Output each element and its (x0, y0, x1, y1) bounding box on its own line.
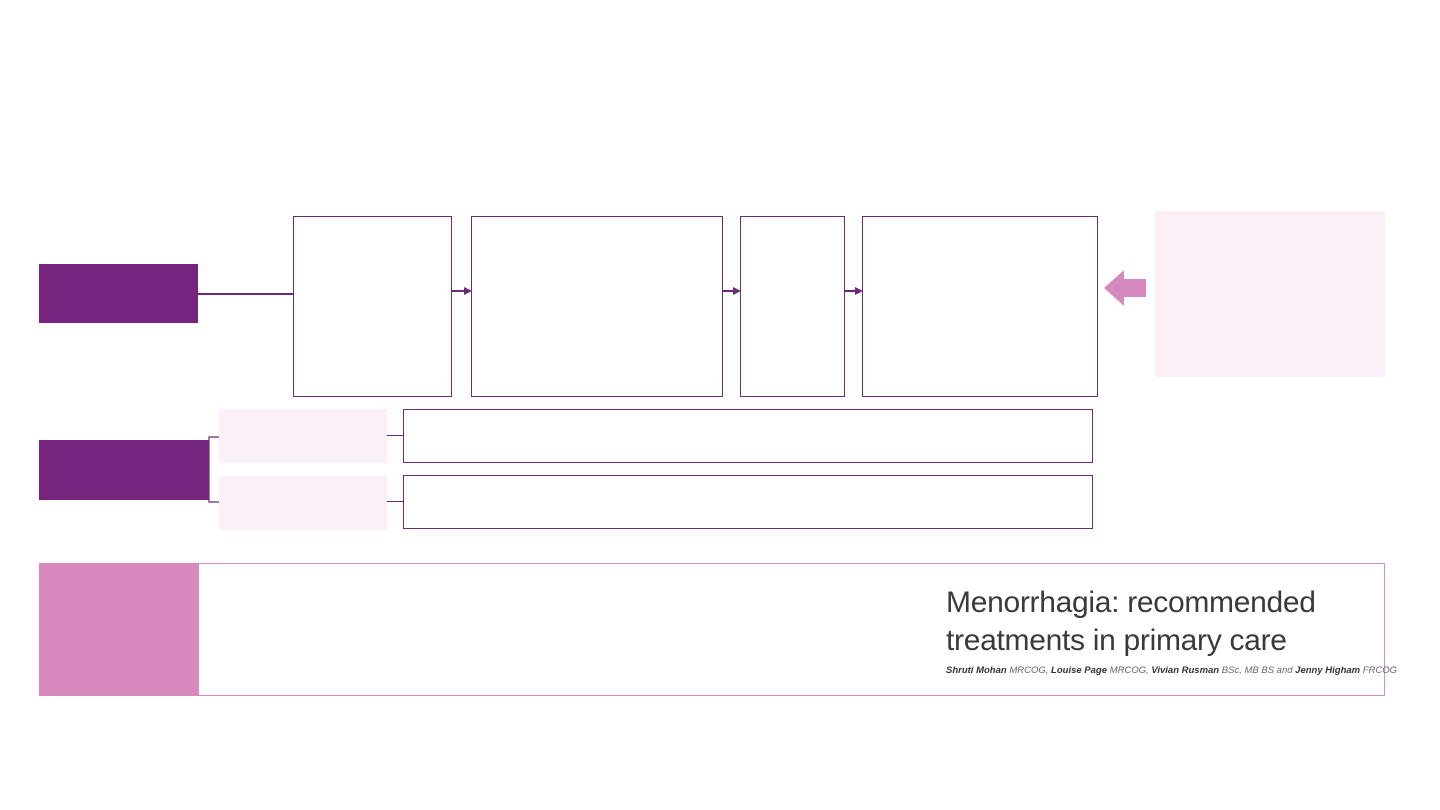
row2-label-block (39, 440, 209, 500)
author-name: Jenny Higham (1295, 665, 1361, 676)
flow-arrow-2-shaft (723, 290, 733, 292)
row2-bracket (208, 436, 219, 503)
author-credential: BSc, MB BS and (1221, 665, 1293, 676)
left-arrow-icon (1104, 270, 1146, 306)
flow-box-3 (740, 216, 845, 397)
author-name: Vivian Rusman (1151, 665, 1220, 676)
flow-arrow-3-head (855, 287, 863, 295)
flow-box-1 (293, 216, 452, 397)
reference-accent-block (39, 563, 199, 696)
author-credential: MRCOG, (1109, 665, 1149, 676)
row1-connector (198, 293, 294, 295)
flow-box-4 (862, 216, 1098, 397)
flow-arrow-2-head (733, 287, 741, 295)
flow-arrow-3-shaft (845, 290, 855, 292)
author-credential: FRCOG (1362, 665, 1398, 676)
reference-authors: Shruti Mohan MRCOG, Louise Page MRCOG, V… (946, 665, 1397, 677)
reference-title-line1: Menorrhagia: recommended (946, 586, 1316, 619)
reference-panel: Menorrhagia: recommended treatments in p… (39, 563, 1397, 696)
subitem-2-connector (387, 501, 404, 502)
flow-arrow-1-shaft (452, 290, 464, 292)
subitem-2-label (219, 476, 387, 530)
side-note-panel (1155, 211, 1385, 377)
flow-box-2 (471, 216, 723, 397)
subitem-1-label (219, 409, 387, 463)
flow-arrow-1-head (464, 287, 472, 295)
subitem-2-content (403, 475, 1093, 529)
author-credential: MRCOG, (1009, 665, 1049, 676)
row1-label-block (39, 264, 198, 323)
subitem-1-content (403, 409, 1093, 463)
author-name: Louise Page (1051, 665, 1108, 676)
subitem-1-connector (387, 435, 404, 436)
reference-citation: Menorrhagia: recommended treatments in p… (946, 584, 1397, 677)
author-name: Shruti Mohan (946, 665, 1007, 676)
reference-title-line2: treatments in primary care (946, 624, 1287, 657)
